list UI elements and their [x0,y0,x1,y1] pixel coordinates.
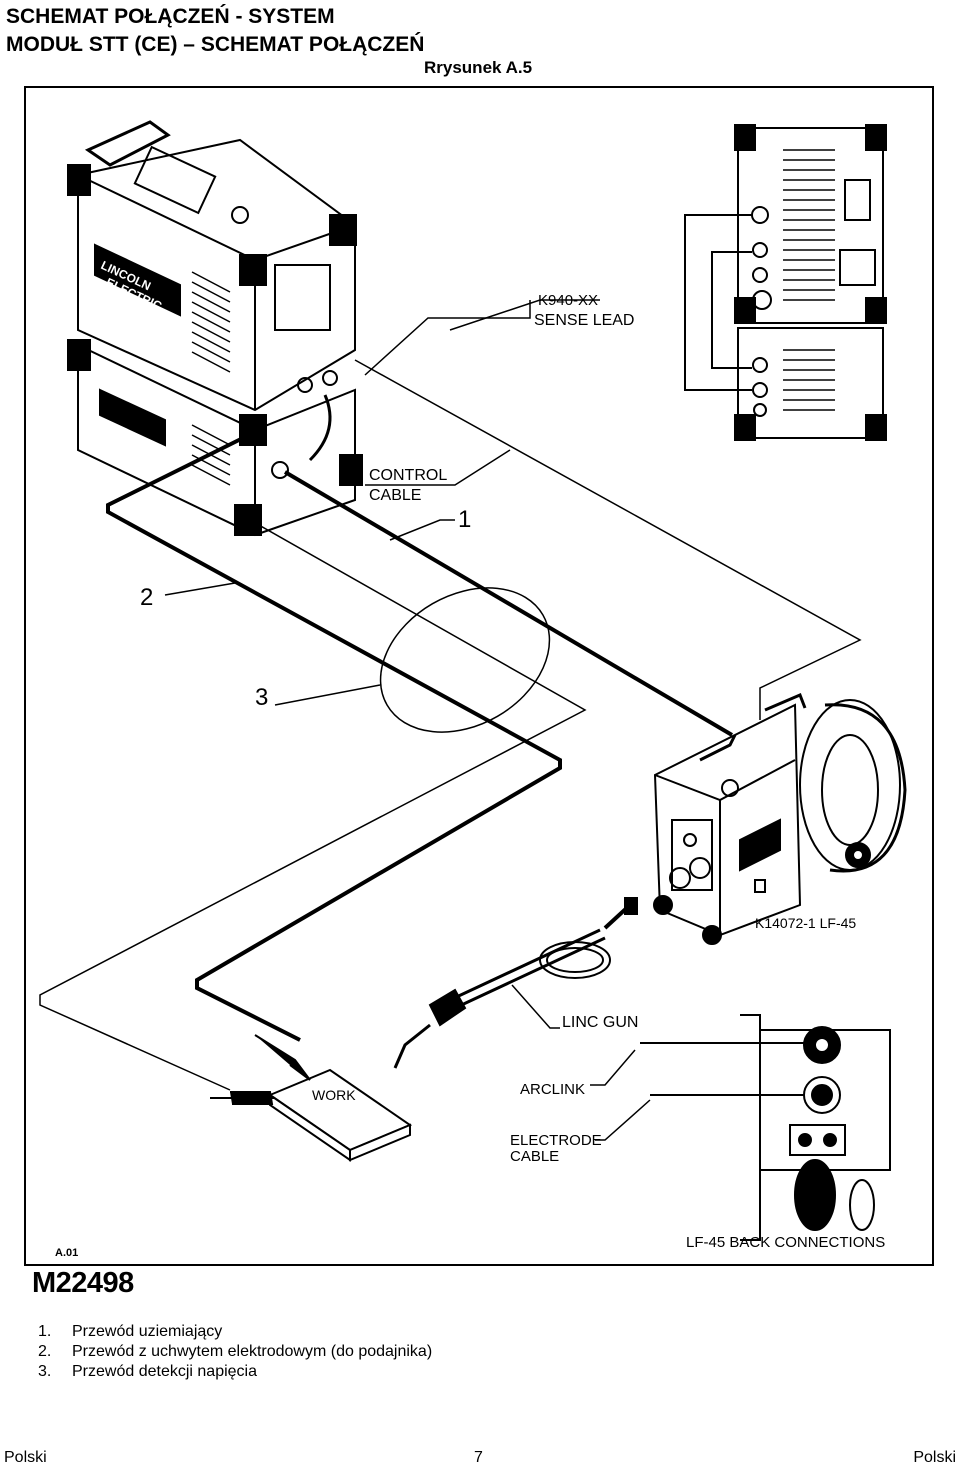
footer-language-left: Polski [4,1449,47,1466]
work-piece [210,1034,413,1162]
legend: 1. Przewód uziemiający 2. Przewód z uchw… [38,1322,432,1382]
legend-item: 3. Przewód detekcji napięcia [38,1362,432,1382]
legend-text: Przewód z uchwytem elektrodowym (do poda… [72,1343,433,1360]
cable-control [283,470,734,737]
label-control-cable: CABLE [369,487,421,504]
drawing-code: M22498 [32,1267,134,1299]
back-leads [684,214,752,391]
linc-gun [393,897,638,1069]
legend-number: 2. [38,1343,52,1360]
wire-feeder [653,693,907,945]
leader-lines [164,299,651,1141]
legend-item: 1. Przewód uziemiający [38,1322,432,1342]
callout-1: 1 [458,506,471,533]
label-electrode-cable: CABLE [510,1148,559,1165]
diagram-frame [24,86,934,1266]
label-back-connections: LF-45 BACK CONNECTIONS [686,1234,885,1251]
legend-text: Przewód detekcji napięcia [72,1363,257,1380]
power-source [67,120,363,537]
power-source-back-view [734,124,887,441]
label-arclink: ARCLINK [520,1081,585,1098]
legend-number: 3. [38,1363,52,1380]
label-work: WORK [312,1087,356,1103]
sense-lead [364,300,531,376]
label-linc-gun: LINC GUN [562,1014,638,1031]
connection-diagram: LINCOLN ELECTRIC [39,120,907,1259]
label-control: CONTROL [369,467,447,484]
title-line-1: SCHEMAT POŁĄCZEŃ - SYSTEM [6,5,335,28]
footer-language-right: Polski [913,1449,956,1466]
feeder-back-view [640,1014,891,1241]
legend-text: Przewód uziemiający [72,1323,223,1340]
callout-3: 3 [255,684,268,711]
cable-electrode [106,435,562,1042]
legend-number: 1. [38,1323,52,1340]
cable-bundle-ellipse [379,587,551,733]
figure-label: Rrysunek A.5 [424,58,533,77]
work-lead-outline [39,519,587,1091]
title-line-2: MODUŁ STT (CE) – SCHEMAT POŁĄCZEŃ [6,33,425,56]
control-cable-outline [354,359,862,720]
label-feeder-model: K14072-1 LF-45 [755,915,856,931]
label-sense-lead: SENSE LEAD [534,312,634,329]
legend-item: 2. Przewód z uchwytem elektrodowym (do p… [38,1342,432,1362]
label-electrode: ELECTRODE [510,1132,602,1149]
callout-2: 2 [140,584,153,611]
footer-page-number: 7 [474,1449,483,1466]
label-sense-lead-code: K940-XX [538,292,598,309]
label-drawing-ref: A.01 [55,1247,78,1259]
